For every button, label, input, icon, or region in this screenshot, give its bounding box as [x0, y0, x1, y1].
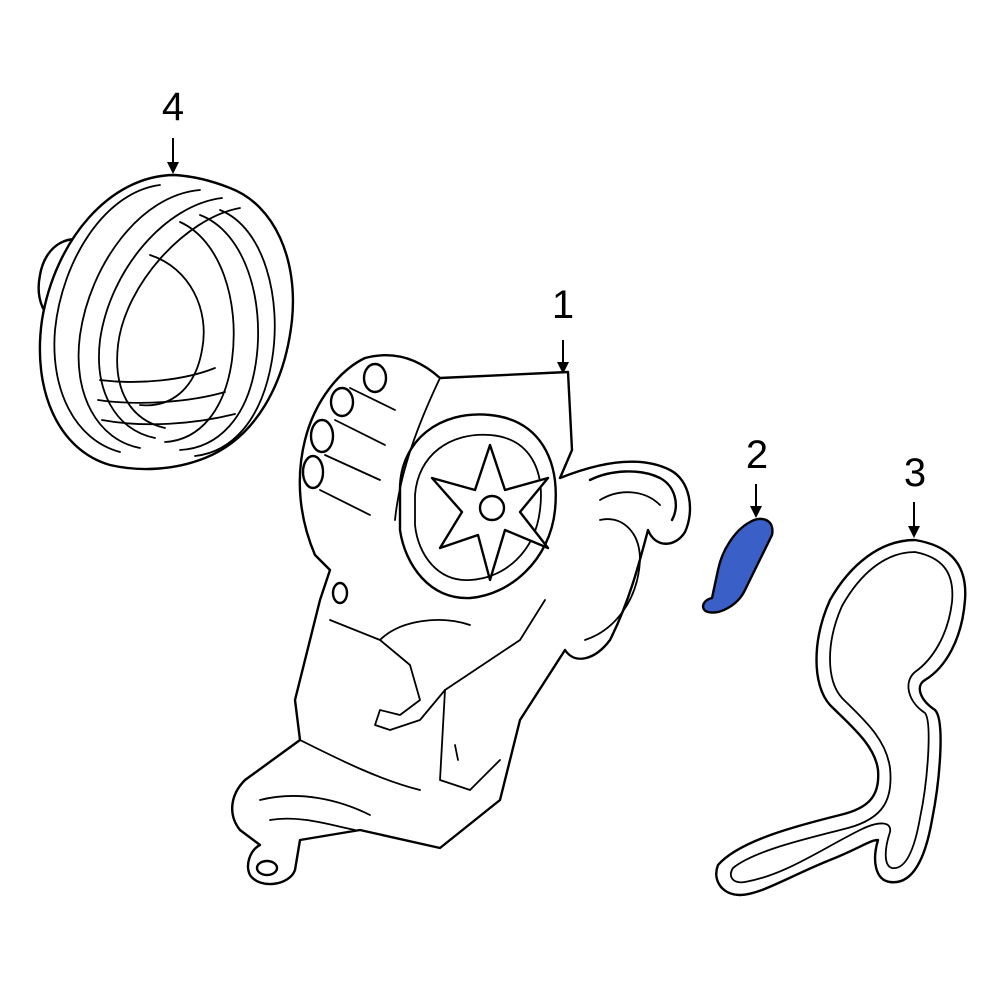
callout-4: 4: [162, 85, 184, 129]
water-pump[interactable]: [231, 354, 692, 886]
callout-leaders: [167, 138, 920, 538]
seal-ring[interactable]: [715, 538, 967, 897]
gasket-highlighted[interactable]: [701, 517, 774, 614]
callout-2: 2: [746, 433, 768, 477]
callout-1: 1: [552, 283, 574, 327]
pulley[interactable]: [37, 173, 295, 471]
callout-3: 3: [904, 451, 926, 495]
